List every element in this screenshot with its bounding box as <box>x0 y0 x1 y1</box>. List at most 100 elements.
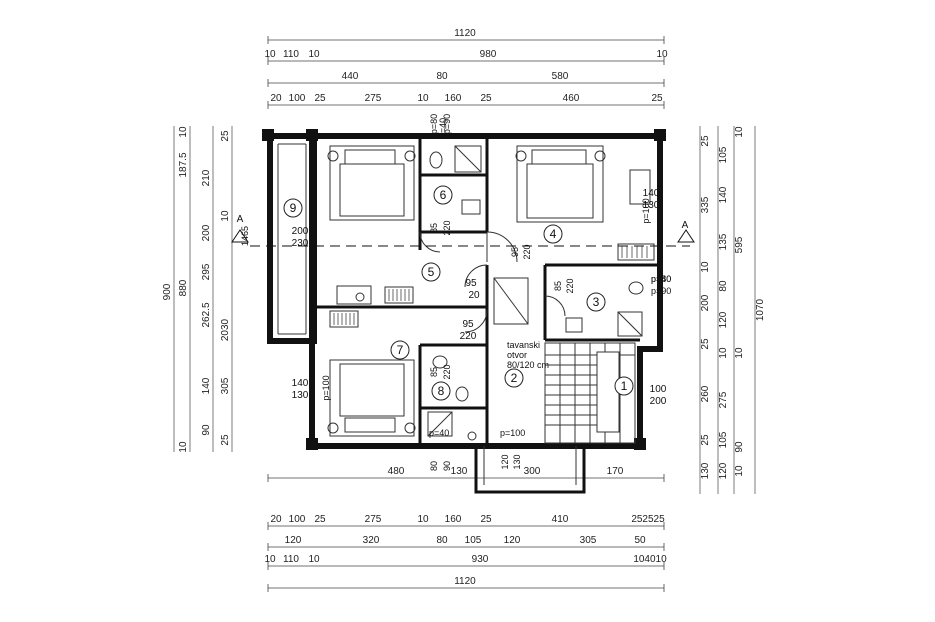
vertical-note: p=90 <box>442 114 452 134</box>
room-circle <box>504 368 524 388</box>
room-circle <box>431 381 451 401</box>
building-walls <box>262 129 666 494</box>
dim-label-bottom: 160 <box>445 514 462 525</box>
dim-label-right: 140 <box>718 186 729 203</box>
dim-label-top: 80 <box>436 71 448 82</box>
room-number: 4 <box>550 227 557 241</box>
staircase <box>544 342 636 444</box>
dim-label-left: 295 <box>201 263 212 280</box>
room-number: 8 <box>438 384 445 398</box>
opening-dimension: 130 <box>292 390 309 401</box>
dim-label-right: 335 <box>700 196 711 213</box>
vertical-note: 220 <box>442 220 452 235</box>
dim-label-bottom: 170 <box>607 466 624 477</box>
dim-label-bottom: 320 <box>363 535 380 546</box>
dim-label-left: 187.5 <box>178 152 189 177</box>
bed-room-7 <box>327 359 416 437</box>
dim-label-bottom: 80 <box>436 535 448 546</box>
dim-label-top: 25 <box>314 93 326 104</box>
dim-label-left: 305 <box>220 377 231 394</box>
dim-label-right: 130 <box>700 462 711 479</box>
dim-label-bottom: 130 <box>451 466 468 477</box>
dim-label-top: 10 <box>264 49 276 60</box>
dim-label-left: 25 <box>220 434 231 446</box>
plan-note: p=100 <box>500 428 525 438</box>
dim-label-bottom: 120 <box>285 535 302 546</box>
vertical-note: p=80 <box>429 114 439 134</box>
vertical-note: p=100 <box>321 375 331 400</box>
opening-dimension: 20 <box>468 290 480 301</box>
dim-label-left: 262.5 <box>201 302 212 327</box>
opening-dimension: 230 <box>292 238 309 249</box>
vertical-note: 120 <box>500 454 510 469</box>
dim-label-right: 105 <box>718 146 729 163</box>
room-circle <box>586 292 606 312</box>
vertical-note: p=40 <box>438 118 448 138</box>
room-number: 7 <box>397 343 404 357</box>
plan-note: 80/120 cm <box>507 360 549 370</box>
wardrobes <box>329 169 655 328</box>
dim-label-top: 440 <box>342 71 359 82</box>
room-circle <box>543 224 563 244</box>
bathroom-fixtures <box>427 145 644 441</box>
room-circle <box>390 340 410 360</box>
vertical-note: 220 <box>442 364 452 379</box>
vertical-note: 95 <box>510 247 520 257</box>
opening-dimension: 200 <box>292 226 309 237</box>
dim-label-left: 880 <box>178 279 189 296</box>
dim-label-top: 110 <box>283 49 299 60</box>
vertical-note: p=100 <box>641 198 651 223</box>
opening-dimension: 95 <box>462 319 474 330</box>
opening-dimension: 140 <box>643 188 660 199</box>
dim-label-right: 10 <box>734 347 745 359</box>
doors <box>419 231 566 333</box>
dim-label-top: 25 <box>480 93 492 104</box>
dim-label-right: 80 <box>718 280 729 292</box>
dim-label-right: 200 <box>700 294 711 311</box>
room-circle <box>433 185 453 205</box>
dim-label-top: 20 <box>270 93 282 104</box>
opening-dimension: 140 <box>292 378 309 389</box>
dim-label-left: 10 <box>178 441 189 453</box>
dim-label-right: 25 <box>700 338 711 350</box>
dim-label-bottom: 480 <box>388 466 405 477</box>
vertical-note: 1465 <box>240 226 250 246</box>
dim-label-bottom: 1120 <box>454 576 476 587</box>
room-circles <box>283 185 606 401</box>
dim-label-left: 200 <box>201 224 212 241</box>
dim-label-top: 275 <box>365 93 382 104</box>
dim-label-bottom: 25 <box>480 514 492 525</box>
dim-label-top: 460 <box>563 93 580 104</box>
plan-note: p=40 <box>429 428 449 438</box>
dim-label-bottom: 100 <box>289 514 306 525</box>
dim-label-bottom: 110 <box>283 554 299 565</box>
dimension-lines <box>173 36 756 592</box>
vertical-note: 80 <box>429 461 439 471</box>
vertical-note: 220 <box>522 244 532 259</box>
dim-label-right: 275 <box>718 391 729 408</box>
dim-label-top: 25 <box>651 93 663 104</box>
dim-label-bottom: 104010 <box>633 554 667 565</box>
dim-label-top: 10 <box>308 49 320 60</box>
dim-label-bottom: 252525 <box>631 514 665 525</box>
bed-room-5 <box>327 145 416 221</box>
dim-label-bottom: 50 <box>634 535 646 546</box>
dim-label-right: 1070 <box>755 298 766 321</box>
dim-label-bottom: 120 <box>504 535 521 546</box>
dim-label-bottom: 300 <box>524 466 541 477</box>
room-number: 3 <box>593 295 600 309</box>
opening-dimension: 100 <box>650 384 667 395</box>
dim-label-top: 100 <box>289 93 306 104</box>
dim-label-bottom: 410 <box>552 514 569 525</box>
dim-label-bottom: 25 <box>314 514 326 525</box>
vertical-note: 85 <box>429 367 439 377</box>
dim-label-left: 10 <box>220 210 231 222</box>
dim-label-bottom: 930 <box>472 554 489 565</box>
dim-label-right: 10 <box>734 465 745 477</box>
section-mark: A <box>237 214 244 225</box>
opening-dimension: 200 <box>650 396 667 407</box>
dim-label-right: 10 <box>718 347 729 359</box>
dim-label-right: 135 <box>718 233 729 250</box>
dim-label-left: 90 <box>201 424 212 436</box>
